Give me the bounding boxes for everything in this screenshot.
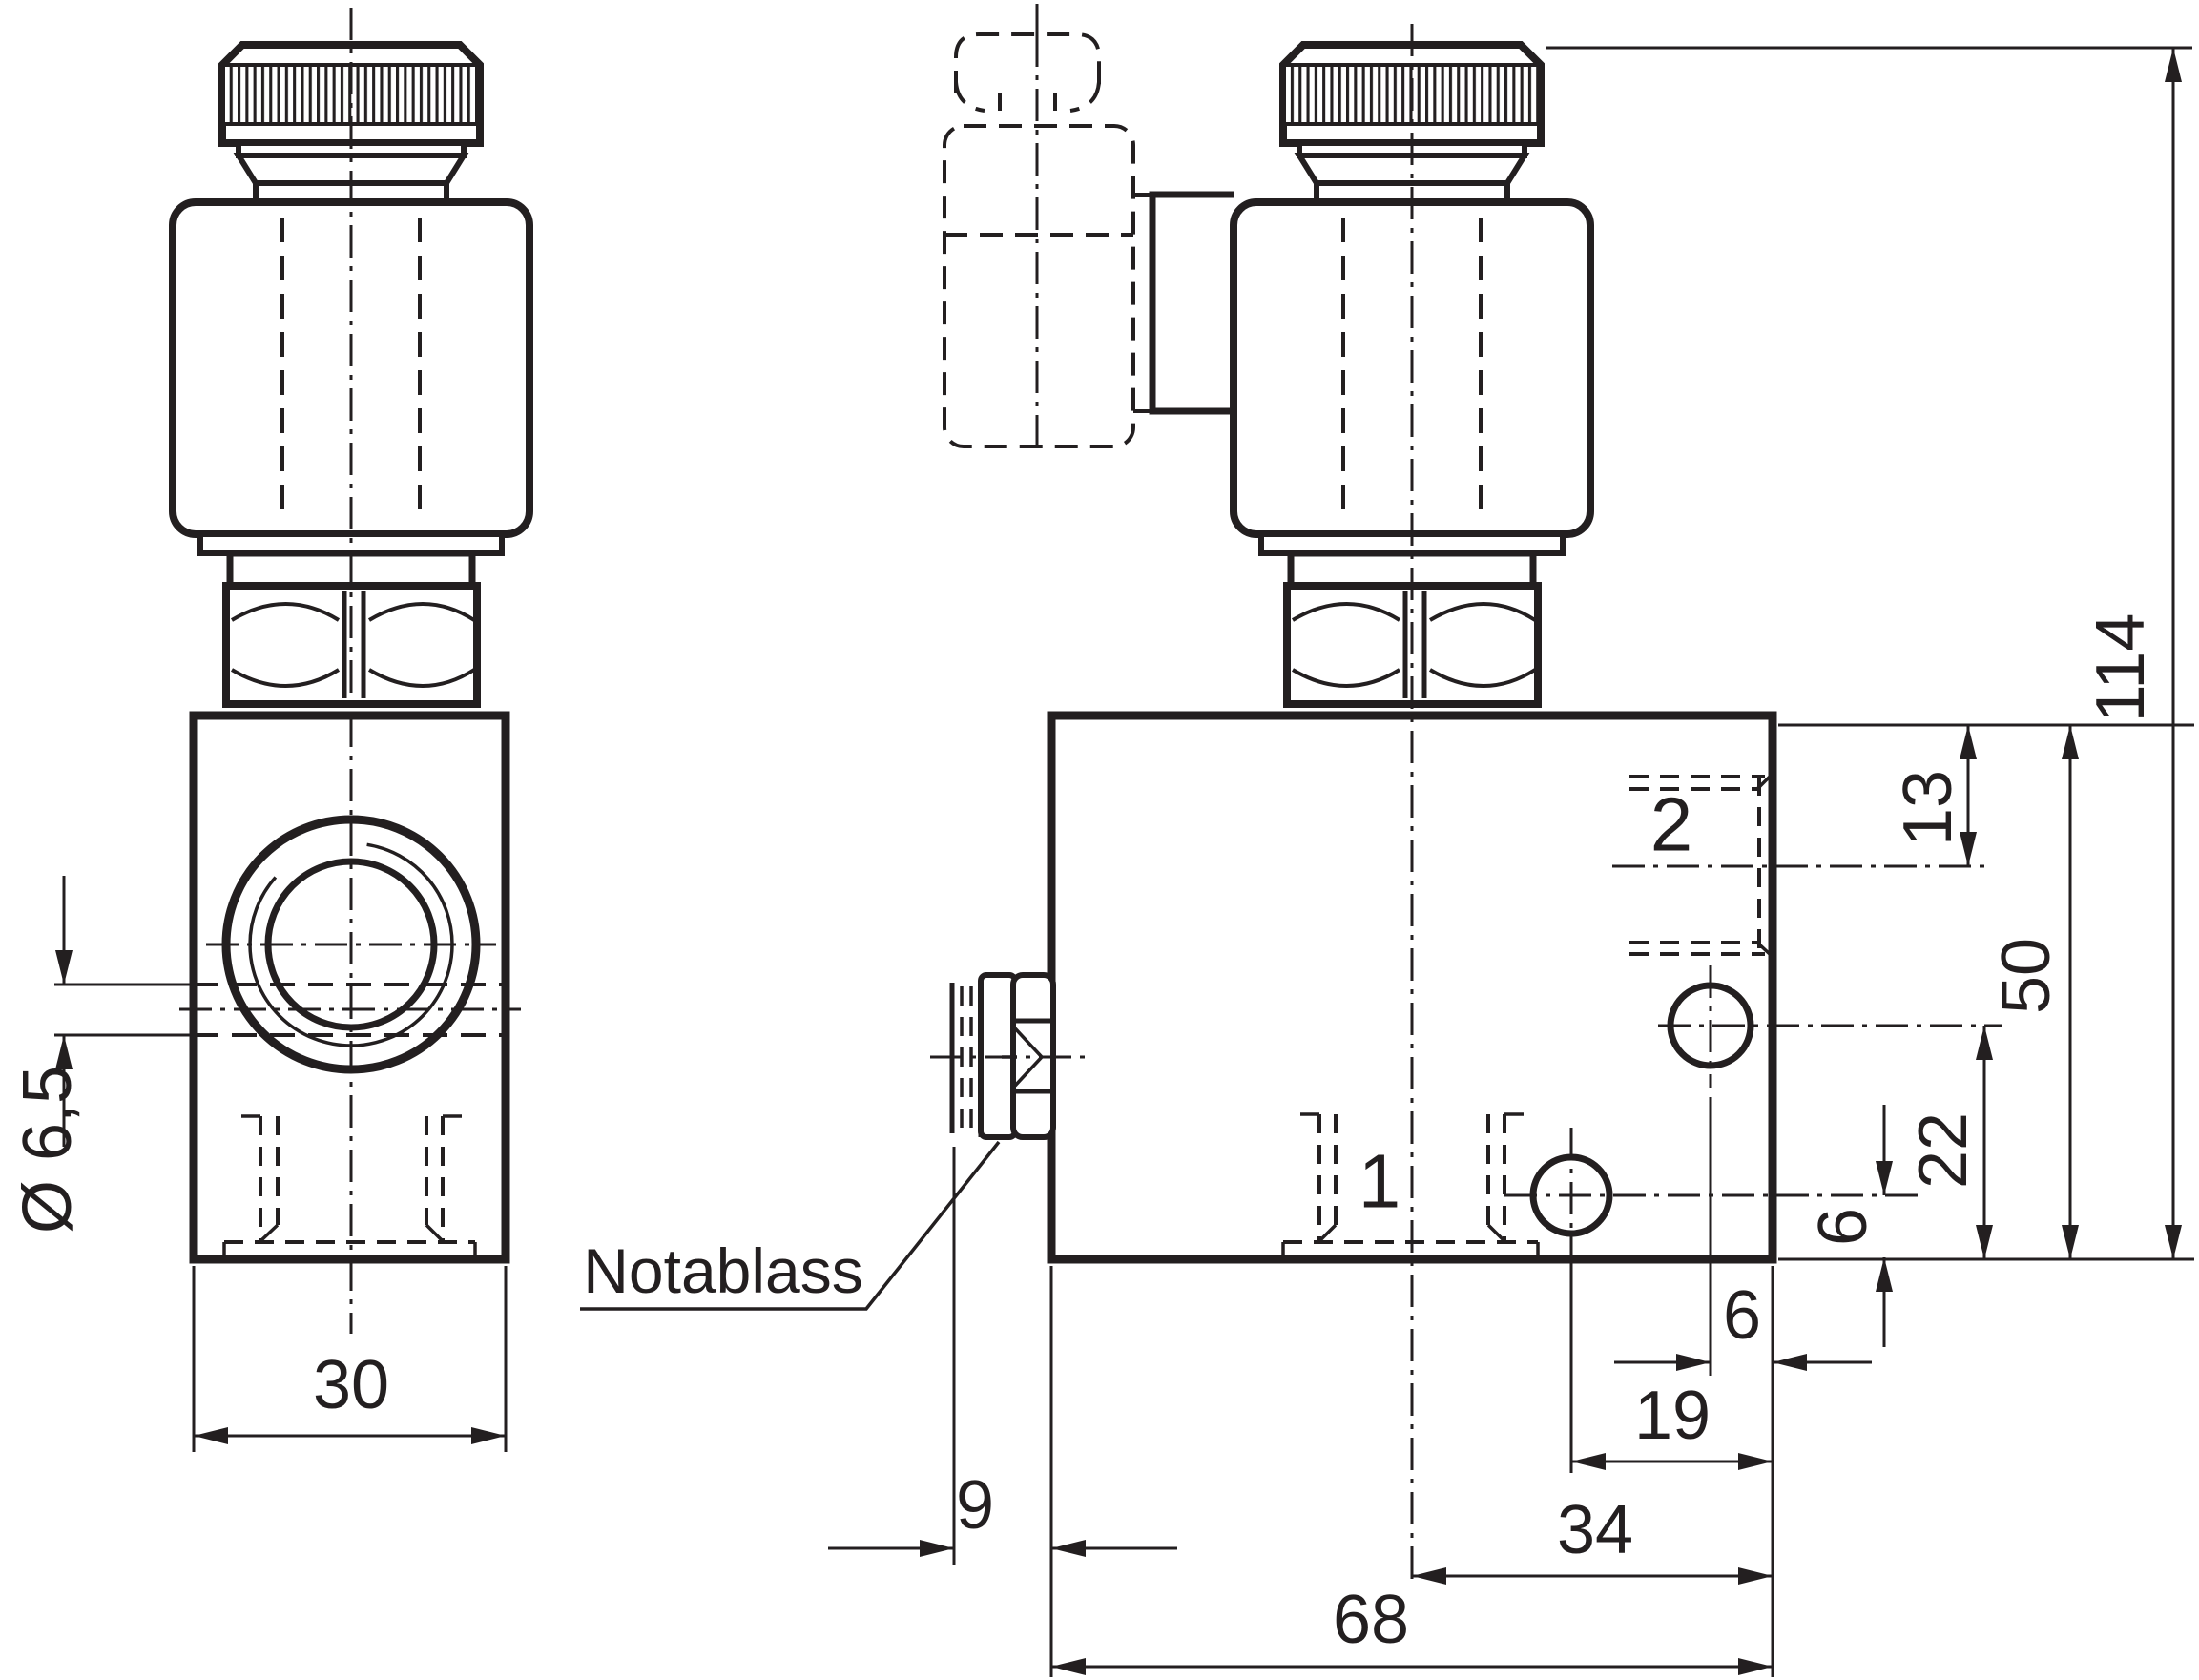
- dim-9-arrows: [920, 1540, 1086, 1557]
- dim-13-arrows: [1960, 725, 1977, 866]
- hex-nut-arcs: [230, 602, 476, 688]
- port2-chamfers: [1755, 774, 1773, 957]
- dim-68-label: 68: [1333, 1582, 1409, 1658]
- dim-19-label: 19: [1634, 1378, 1711, 1454]
- dim-50-label: 50: [1988, 938, 2064, 1014]
- dim-6y-arrows: [1876, 1161, 1893, 1292]
- dim-30-arrows: [194, 1427, 506, 1444]
- side-extension-lines: [952, 46, 2194, 1677]
- side-view: Notablass 1 2 9 68 34 19 6: [580, 4, 2194, 1677]
- dim-114-label: 114: [2083, 613, 2159, 723]
- port1-hidden: [1283, 1114, 1538, 1244]
- front-view: 30 Ø 6,5: [10, 8, 533, 1452]
- dim-30-extensions: [192, 1266, 508, 1452]
- dim-6x-label: 6: [1723, 1277, 1761, 1354]
- bottom-thread-chamfers: [222, 1114, 477, 1257]
- dim-hole-arrows: [55, 950, 73, 1069]
- connector-gland-curls: [954, 81, 1101, 113]
- dim-9-label: 9: [956, 1467, 994, 1544]
- hex-nut-edges: [342, 591, 366, 698]
- port1-chamfers: [1281, 1112, 1540, 1257]
- relief-label: Notablass: [583, 1235, 863, 1306]
- relief-thread-hidden: [960, 986, 973, 1130]
- port2-label: 2: [1650, 782, 1693, 867]
- side-view-dimensions: 9 68 34 19 6 6 22: [828, 46, 2194, 1677]
- dim-hole-label: Ø 6,5: [10, 1066, 86, 1234]
- dim-6y-label: 6: [1805, 1208, 1881, 1246]
- coil-hidden-lines-side: [1341, 218, 1483, 521]
- cross-hole-hidden: [194, 983, 506, 1037]
- port1-label: 1: [1359, 1139, 1401, 1224]
- front-centerlines: [179, 8, 521, 1334]
- coil-bracket: [1149, 191, 1234, 415]
- dim-13-label: 13: [1890, 770, 1966, 846]
- hex-nut-edges-side: [1402, 591, 1427, 698]
- dim-34-label: 34: [1557, 1492, 1633, 1568]
- port2-hidden: [1629, 775, 1765, 956]
- connector-cap: [954, 32, 1101, 93]
- dim-6x-arrows: [1676, 1354, 1807, 1371]
- connector-body: [943, 124, 1135, 448]
- coil-hidden-lines: [280, 218, 422, 521]
- bottom-thread-hidden: [224, 1116, 475, 1244]
- connector-midline: [944, 193, 1152, 413]
- front-view-dimensions: 30 Ø 6,5: [10, 876, 508, 1452]
- dim-22-label: 22: [1905, 1112, 1981, 1189]
- dim-30-label: 30: [313, 1347, 389, 1423]
- hex-nut-arcs-side: [1291, 602, 1537, 688]
- dim-hole-extensions: [54, 983, 196, 1037]
- relief-hex-edges: [1013, 1018, 1053, 1094]
- phantom-connector: [943, 4, 1152, 448]
